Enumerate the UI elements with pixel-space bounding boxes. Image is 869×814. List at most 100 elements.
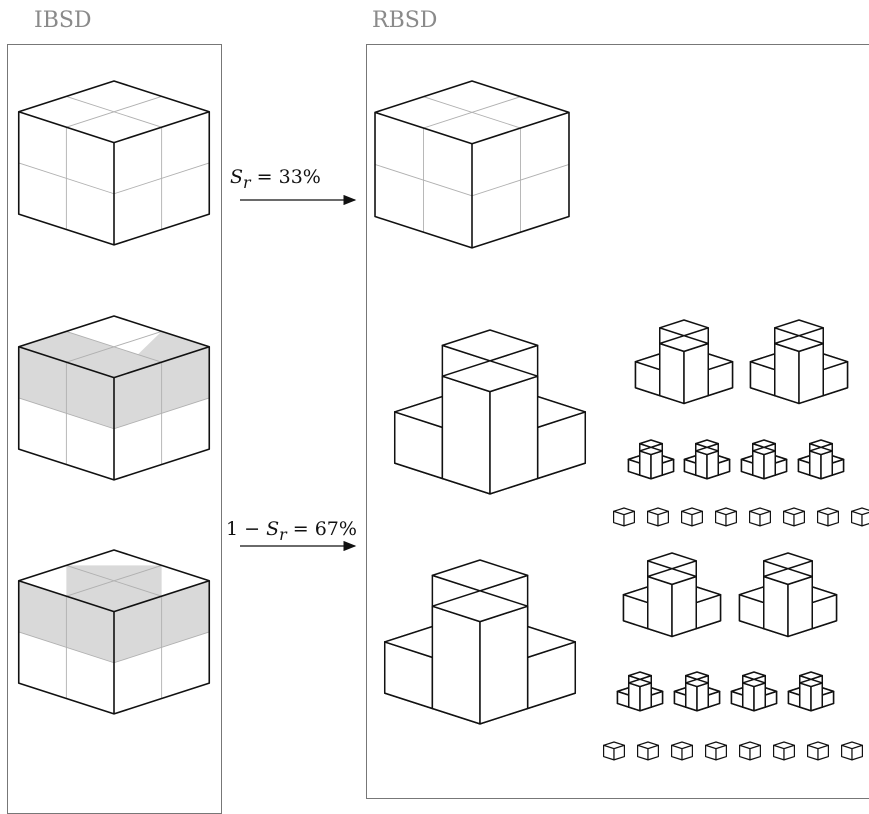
rbsd-step-small-r2-3 <box>787 671 835 712</box>
front-col-left <box>627 682 641 712</box>
rbsd-step-medium-2 <box>749 319 849 405</box>
small-cube-right <box>827 510 839 527</box>
front-col-right <box>479 605 529 725</box>
shade-top <box>66 565 162 612</box>
rbsd-tiny-cube-r1-2 <box>681 507 703 527</box>
front-col-top <box>441 360 539 393</box>
grid-line <box>113 162 210 195</box>
cube-edge <box>113 580 210 613</box>
grid-line <box>18 631 115 664</box>
front-col-right <box>696 682 710 712</box>
cube-edge <box>374 111 473 145</box>
front-col-left <box>659 342 685 405</box>
front-col-right <box>650 450 664 480</box>
cube-edge <box>113 346 210 379</box>
front-col-top <box>647 567 697 586</box>
front-col-top <box>763 567 813 586</box>
rbsd-panel <box>366 44 869 799</box>
front-col-right <box>489 375 539 495</box>
front-col-right <box>753 682 767 712</box>
shade-top <box>18 331 210 378</box>
front-col-right <box>798 342 824 405</box>
sr-value: = 33% <box>250 166 321 188</box>
front-col-top <box>659 334 709 353</box>
front-col-right <box>787 575 813 638</box>
grid-line <box>66 330 162 363</box>
sr-33-label: Sr = 33% <box>230 166 321 192</box>
rbsd-tiny-cube-r1-5 <box>783 507 805 527</box>
grid-line <box>18 397 115 430</box>
rbsd-step-medium-1 <box>634 319 734 405</box>
front-col-top <box>774 334 824 353</box>
rbsd-tiny-cube-r2-4 <box>739 741 761 761</box>
rbsd-header: RBSD <box>372 8 438 33</box>
cube-edge <box>471 111 570 145</box>
sr-value-2: = 67% <box>286 518 357 540</box>
rbsd-step-medium-4 <box>738 552 838 638</box>
front-col-top <box>798 678 824 688</box>
rbsd-tiny-cube-r1-6 <box>817 507 839 527</box>
grid-line <box>18 162 115 195</box>
ibsd-header: IBSD <box>34 8 92 33</box>
front-col-left <box>774 342 800 405</box>
small-cube-right <box>725 510 737 527</box>
ibsd-cube-middle <box>17 315 211 481</box>
front-col-right <box>683 342 709 405</box>
small-cube-right <box>793 510 805 527</box>
rbsd-step-medium-3 <box>622 552 722 638</box>
unshade-top <box>66 316 162 355</box>
front-col-top <box>808 446 834 456</box>
front-col-left <box>798 682 812 712</box>
grid-line <box>113 397 210 430</box>
sr-symbol-2: S <box>266 518 280 540</box>
grid-line <box>374 164 473 197</box>
rbsd-step-large-1 <box>393 329 587 495</box>
sr-symbol: S <box>230 166 244 188</box>
front-col-left <box>763 575 789 638</box>
rbsd-tiny-cube-r1-7 <box>851 507 869 527</box>
cube-edge <box>18 111 115 144</box>
ibsd-cube-bottom <box>17 549 211 715</box>
small-cube-right <box>681 744 693 761</box>
front-col-top <box>694 446 720 456</box>
small-cube-right <box>623 510 635 527</box>
front-col-right <box>763 450 777 480</box>
small-cube-right <box>657 510 669 527</box>
grid-line <box>423 96 521 129</box>
rbsd-step-small-r1-0 <box>627 439 675 480</box>
front-col-right <box>810 682 824 712</box>
small-cube-right <box>783 744 795 761</box>
small-cube-right <box>749 744 761 761</box>
rbsd-tiny-cube-r1-1 <box>647 507 669 527</box>
grid-line <box>113 631 210 664</box>
front-col-top <box>741 678 767 688</box>
rbsd-tiny-cube-r2-0 <box>603 741 625 761</box>
small-cube-right <box>817 744 829 761</box>
rbsd-tiny-cube-r2-2 <box>671 741 693 761</box>
front-col-left <box>684 682 698 712</box>
cube-edge <box>18 580 115 613</box>
front-col-top <box>431 590 529 623</box>
rbsd-step-small-r2-0 <box>616 671 664 712</box>
front-col-top <box>751 446 777 456</box>
small-cube-right <box>759 510 771 527</box>
front-col-top <box>638 446 664 456</box>
rbsd-step-small-r2-2 <box>730 671 778 712</box>
rbsd-step-small-r1-3 <box>797 439 845 480</box>
rbsd-step-small-r1-2 <box>740 439 788 480</box>
small-cube-right <box>715 744 727 761</box>
front-col-left <box>431 605 481 725</box>
small-cube-right <box>613 744 625 761</box>
front-col-left <box>741 682 755 712</box>
rbsd-tiny-cube-r2-3 <box>705 741 727 761</box>
ibsd-cube-top <box>17 80 211 246</box>
rbsd-tiny-cube-r1-3 <box>715 507 737 527</box>
one-minus-sr-67-label: 1 − Sr = 67% <box>226 518 357 544</box>
front-col-left <box>441 375 491 495</box>
rbsd-step-large-2 <box>383 559 577 725</box>
cube-edge <box>18 346 115 379</box>
front-col-top <box>627 678 653 688</box>
rbsd-tiny-cube-r2-1 <box>637 741 659 761</box>
rbsd-tiny-cube-r1-4 <box>749 507 771 527</box>
